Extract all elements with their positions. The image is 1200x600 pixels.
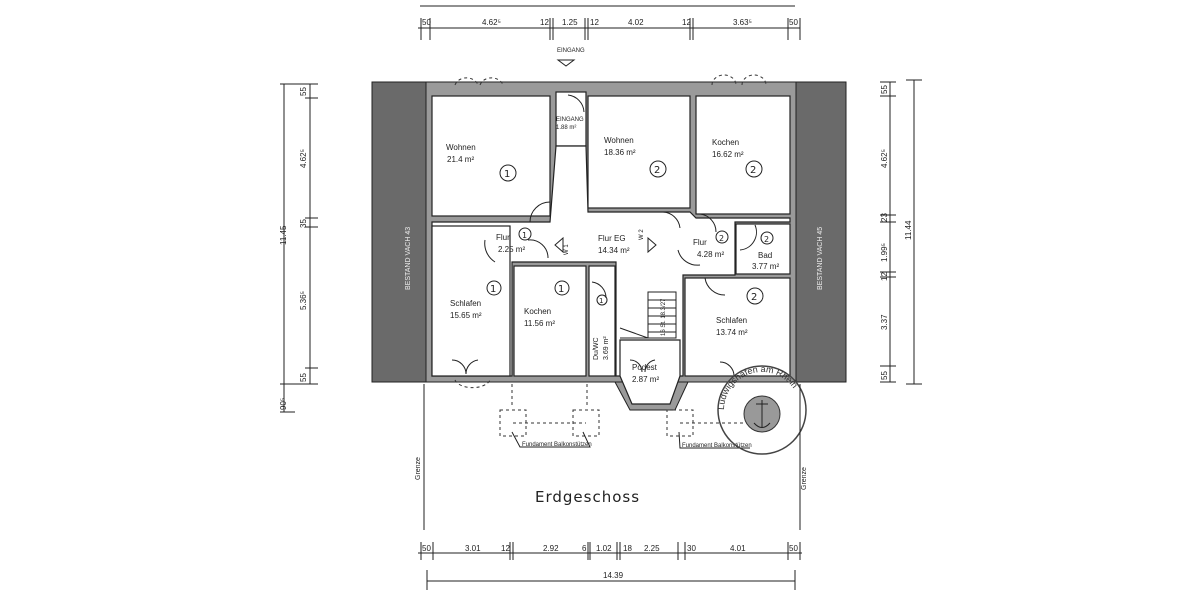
right-wall-label: BESTAND VACH 45	[817, 227, 824, 290]
drawing-title: Erdgeschoss	[535, 488, 640, 506]
dim: 35	[299, 219, 308, 228]
unit-number: 1	[599, 297, 603, 305]
right-dimension-chain: 55 4.62⁵ 23 1.99⁵ 12 3.37 55 11.44	[880, 79, 922, 385]
unit-number: 2	[750, 165, 756, 176]
dim: 50	[789, 18, 798, 27]
room-name: Du/WC	[593, 337, 600, 360]
dim: 3.37	[880, 314, 889, 330]
dim: 55	[299, 87, 308, 96]
foundation-label: Fundament Balkonstützen	[522, 442, 592, 448]
room-area: 18.36 m²	[604, 148, 636, 157]
dim: 12	[682, 18, 691, 27]
room-area: 3.77 m²	[752, 262, 779, 271]
top-dimension-chain: 50 4.62⁵ 12 1.25 12 4.02 12 3.63⁵ 50	[418, 5, 801, 40]
left-dimension-chain: 55 4.62⁵ 35 5.36⁵ 55 90⁵ 11.45	[279, 83, 318, 413]
room-area: 1.88 m²	[556, 125, 576, 131]
dim: 50	[422, 18, 431, 27]
dim: 12	[880, 272, 889, 281]
room-area: 21.4 m²	[447, 155, 474, 164]
room-name: Flur	[693, 238, 707, 247]
room-area: 2.25 m²	[498, 245, 525, 254]
dim: 4.01	[730, 544, 746, 553]
bottom-dimension-chain: 50 3.01 12 2.92 6 1.02 18 2.25 30 4.01 5…	[418, 542, 802, 590]
dim: 5.36⁵	[299, 291, 308, 310]
dim: 55	[299, 373, 308, 382]
arrow-icon	[554, 236, 564, 254]
dim: 4.62⁵	[880, 149, 889, 168]
room-name: Kochen	[524, 307, 551, 316]
room-name: Schlafen	[716, 316, 747, 325]
unit-number: 2	[719, 234, 724, 243]
dim: 4.02	[628, 18, 644, 27]
dim: 1.25	[562, 18, 578, 27]
unit-number: 1	[504, 169, 510, 180]
dim: 55	[880, 85, 889, 94]
room-name: Flur	[496, 233, 510, 242]
dim: 2.25	[644, 544, 660, 553]
dim: 6	[582, 544, 587, 553]
room-name: Podest	[632, 363, 658, 372]
unit-number: 1	[558, 284, 564, 295]
meter-label: W 1	[564, 244, 570, 255]
dim: 18	[623, 544, 632, 553]
dim: 12	[540, 18, 549, 27]
left-neighbor-wall	[371, 81, 427, 383]
dim: 12	[590, 18, 599, 27]
meter-label: W 2	[639, 229, 645, 240]
dim: 3.63⁵	[733, 18, 752, 27]
room-name: Kochen	[712, 138, 739, 147]
unit-number: 2	[764, 235, 769, 244]
unit-number: 2	[654, 165, 660, 176]
dim-total: 14.39	[603, 571, 624, 580]
dim: 4.62⁵	[482, 18, 501, 27]
right-neighbor-wall	[795, 81, 847, 383]
balcony-foundations: Fundament Balkonstützen Fundament Balkon…	[499, 384, 760, 449]
unit-number: 1	[490, 284, 496, 295]
dim: 3.01	[465, 544, 481, 553]
dim: 23	[880, 213, 889, 222]
arrow-icon	[647, 236, 657, 254]
room-area: 2.87 m²	[632, 375, 659, 384]
entrance-arrow-icon	[556, 59, 576, 67]
dim: 4.62⁵	[299, 149, 308, 168]
dim: 30	[687, 544, 696, 553]
building	[425, 74, 797, 411]
dim: 90⁵	[279, 398, 288, 410]
dim: 12	[501, 544, 510, 553]
dim: 1.02	[596, 544, 612, 553]
room-name: Bad	[758, 251, 772, 260]
room-area: 16.62 m²	[712, 150, 744, 159]
dim-total: 11.44	[904, 220, 913, 240]
room-name: Schlafen	[450, 299, 481, 308]
boundary-label: Grenze	[801, 467, 808, 490]
dim: 2.92	[543, 544, 559, 553]
boundary-label: Grenze	[415, 457, 422, 480]
room-name: Wohnen	[446, 143, 476, 152]
room-area: 3.69 m²	[603, 336, 610, 360]
room-area: 4.28 m²	[697, 250, 724, 259]
room-name: Flur EG	[598, 234, 626, 243]
entrance-label: EINGANG	[557, 48, 585, 54]
unit-number: 2	[751, 292, 757, 303]
dim-total: 11.45	[279, 225, 288, 245]
foundation-label: Fundament Balkonstützen	[682, 443, 752, 449]
dim: 50	[789, 544, 798, 553]
dim: 55	[880, 371, 889, 380]
left-wall-label: BESTAND VACH 43	[405, 227, 412, 290]
unit-number: 1	[522, 231, 527, 240]
stairs-label: 16 St. 18.3/27	[661, 298, 667, 336]
room-labels: Wohnen 21.4 m² 1 EINGANG 1.88 m² Wohnen …	[446, 117, 779, 384]
room-area: 11.56 m²	[524, 319, 555, 328]
room-area: 13.74 m²	[716, 328, 748, 337]
dim: 1.99⁵	[880, 243, 889, 262]
room-name: EINGANG	[556, 117, 584, 123]
dim: 50	[422, 544, 431, 553]
room-name: Wohnen	[604, 136, 634, 145]
room-area: 15.65 m²	[450, 311, 482, 320]
room-area: 14.34 m²	[598, 246, 630, 255]
